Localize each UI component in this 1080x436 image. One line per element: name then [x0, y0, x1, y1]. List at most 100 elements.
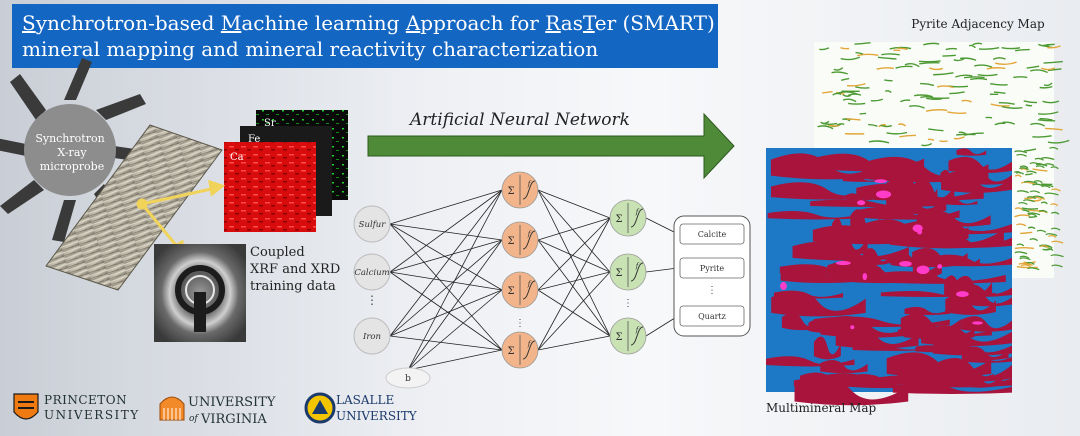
activation-symbol: f — [635, 208, 640, 216]
adjacency-mark — [838, 91, 858, 95]
adjacency-mark — [1050, 166, 1059, 170]
adjacency-mark — [1027, 212, 1041, 216]
adjacency-mark — [994, 122, 1006, 126]
adjacency-mark — [942, 54, 956, 57]
adjacency-mark — [1014, 207, 1023, 211]
adjacency-mark — [1044, 163, 1055, 167]
class-box — [679, 223, 745, 245]
adjacency-mark — [1032, 183, 1045, 187]
mineral-region — [819, 192, 849, 198]
adjacency-mark — [1041, 43, 1055, 47]
virginia-name-1: UNIVERSITY — [188, 395, 276, 410]
adjacency-mark — [958, 131, 967, 135]
adjacency-mark — [1028, 215, 1038, 218]
layer-label-sr: Sr — [264, 118, 276, 129]
adjacency-mark — [904, 62, 920, 68]
adjacency-mark — [921, 142, 933, 147]
mineral-region — [859, 206, 960, 220]
adjacency-mark — [929, 67, 944, 71]
mineral-speck — [780, 282, 787, 290]
sum-symbol: Σ — [615, 332, 622, 343]
adjacency-mark — [1040, 201, 1048, 205]
adjacency-mark — [928, 128, 944, 132]
adjacency-mark — [1023, 199, 1035, 203]
adjacency-mark — [1016, 190, 1029, 194]
hidden-ellipsis: ⋮ — [515, 318, 525, 329]
adjacency-mark — [998, 102, 1015, 105]
adjacency-mark — [827, 124, 840, 127]
adjacency-mark — [993, 91, 1006, 94]
layer-label-ca: Ca — [230, 152, 244, 163]
adjacency-mark — [936, 85, 954, 89]
synchrotron-label-2: X-ray — [57, 146, 87, 159]
adjacency-mark — [899, 134, 916, 138]
adjacency-mark — [1044, 192, 1059, 196]
activation-curve — [630, 208, 644, 228]
adjacency-mark — [1043, 82, 1053, 87]
adjacency-mark — [833, 67, 844, 71]
princeton-logo: PRINCETON UNIVERSITY — [13, 393, 138, 422]
adjacency-mark — [831, 71, 848, 75]
adjacency-mark — [857, 53, 879, 57]
adjacency-mark — [840, 46, 850, 50]
sum-symbol: Σ — [507, 286, 514, 297]
multimineral-map — [766, 148, 1012, 406]
adjacency-mark — [1050, 227, 1061, 231]
adjacency-mark — [1034, 157, 1044, 161]
class-label: Pyrite — [700, 264, 725, 273]
virginia-of: of — [189, 414, 199, 424]
adjacency-mark — [886, 131, 908, 135]
adjacency-mark — [1019, 257, 1031, 261]
adjacency-mark — [1029, 238, 1039, 242]
adjacency-mark — [1014, 246, 1035, 250]
adjacency-mark — [1002, 121, 1016, 125]
adjacency-mark — [1020, 181, 1036, 185]
activation-curve — [522, 180, 536, 200]
adjacency-mark — [990, 83, 1008, 86]
adjacency-mark — [1039, 85, 1053, 89]
adjacency-mark — [925, 109, 948, 112]
adjacency-mark — [1001, 105, 1023, 109]
adjacency-mark — [870, 98, 884, 102]
mineral-region — [814, 153, 925, 172]
mineral-speck — [917, 229, 923, 235]
adjacency-mark — [927, 138, 935, 141]
adjacency-mark — [1015, 48, 1030, 52]
adjacency-mark — [1014, 214, 1030, 218]
output-neuron: Σf — [609, 253, 647, 291]
sum-symbol: Σ — [507, 346, 514, 357]
adjacency-mark — [947, 111, 967, 114]
hidden-neuron: Σf — [501, 171, 539, 209]
adjacency-mark — [900, 99, 911, 103]
class-ellipsis: ⋮ — [707, 285, 717, 296]
title-line-1: Synchrotron-based Machine learning Appro… — [22, 11, 715, 35]
activation-curve — [630, 262, 644, 282]
adjacency-mark — [889, 46, 912, 50]
adjacency-mark — [1040, 67, 1056, 71]
mineral-region — [899, 173, 928, 197]
adjacency-mark — [1016, 223, 1027, 227]
input-node-label: Sulfur — [359, 220, 387, 230]
sum-symbol: Σ — [507, 186, 514, 197]
adjacency-mark — [884, 90, 892, 94]
adjacency-mark — [1001, 46, 1021, 50]
activation-curve — [522, 280, 536, 300]
activation-symbol: f — [527, 340, 532, 348]
mineral-region — [767, 211, 865, 220]
adjacency-mark — [1018, 202, 1028, 206]
adjacency-mark — [990, 103, 1010, 107]
input-node — [353, 253, 391, 291]
ann-arrow — [367, 112, 735, 180]
adjacency-mark — [1032, 195, 1044, 199]
coupled-label-3: training data — [250, 279, 336, 294]
adjacency-mark — [923, 42, 940, 46]
adjacency-mark — [877, 56, 897, 60]
adjacency-mark — [876, 67, 894, 70]
adjacency-mark — [1025, 261, 1035, 265]
adjacency-mark — [1049, 146, 1059, 150]
xrf-layer-ca — [224, 142, 316, 232]
bias-label: b — [405, 374, 411, 384]
